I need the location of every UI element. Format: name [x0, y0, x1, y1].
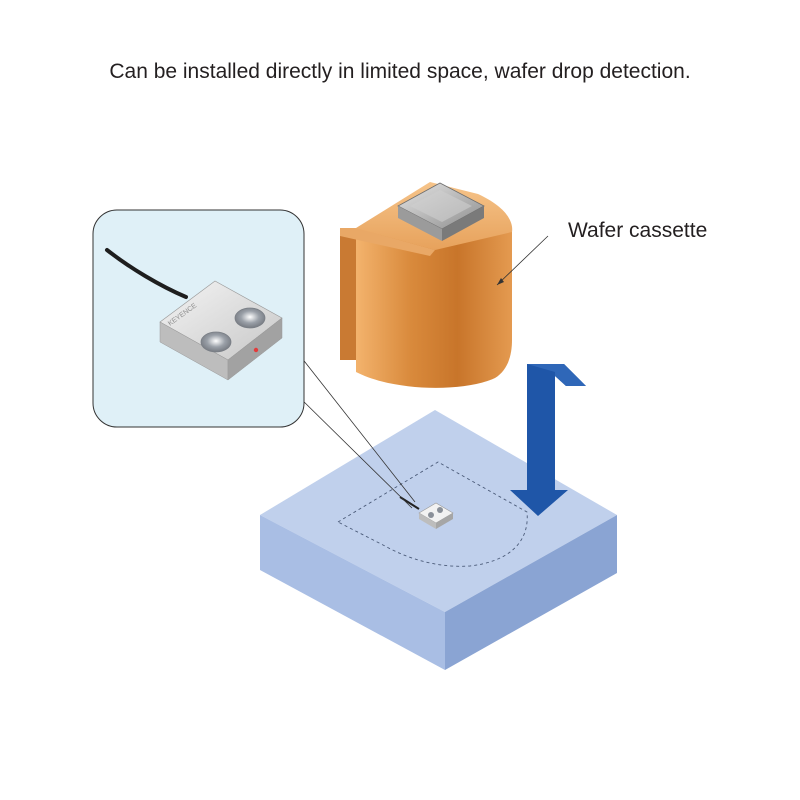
wafer-outline-dashed: [337, 461, 528, 567]
cassette-body: [356, 228, 512, 388]
indicator-led-icon: [253, 347, 259, 353]
mount-hole-icon: [234, 307, 266, 329]
sensor-zoom-box: KEYENCE: [92, 209, 305, 428]
platform-left-face: [260, 515, 445, 670]
platform-block: [260, 410, 617, 670]
wafer-cassette: [340, 182, 513, 388]
wafer-cassette-label: Wafer cassette: [568, 219, 708, 242]
sensor-on-platform: [399, 496, 454, 529]
sensor-cable: [105, 248, 188, 299]
mount-hole-icon: [200, 331, 232, 353]
platform-right-face: [445, 515, 617, 670]
zoom-callout-lines: [296, 356, 416, 509]
page-caption: Can be installed directly in limited spa…: [109, 60, 691, 83]
wafer-cassette-leader: [496, 235, 549, 286]
down-arrow-icon: [510, 364, 586, 516]
